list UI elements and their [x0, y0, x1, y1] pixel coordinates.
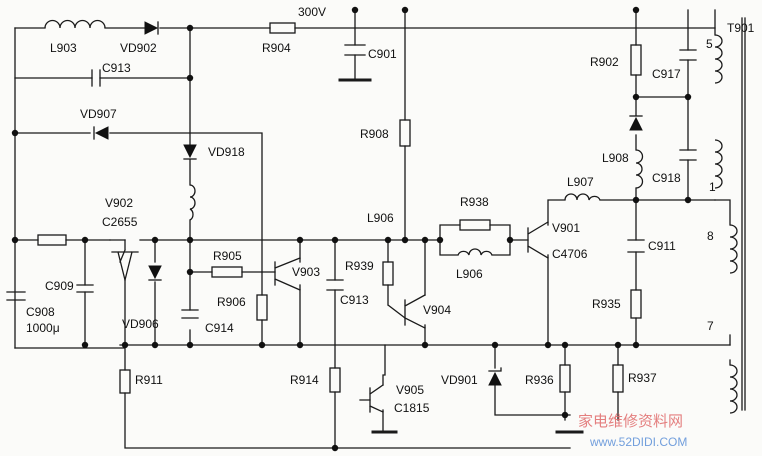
watermark-text: 家电维修资料网: [578, 412, 683, 430]
label-300v: 300V: [298, 5, 326, 19]
label-r908: R908: [360, 127, 389, 141]
label-r936: R936: [525, 373, 554, 387]
label-vd918: VD918: [208, 145, 245, 159]
label-r911: R911: [135, 373, 163, 387]
label-r914: R914: [290, 373, 319, 387]
label-vd902: VD902: [120, 41, 157, 55]
label-c909: C909: [45, 279, 74, 293]
label-c908: C908: [26, 305, 55, 319]
label-c913-mid: C913: [340, 293, 369, 307]
label-c918: C918: [652, 171, 681, 185]
label-r906: R906: [217, 295, 246, 309]
label-c913-top: C913: [102, 61, 131, 75]
watermark-url: www.52DIDI.COM: [589, 435, 687, 449]
component-symbols: [6, 19, 738, 434]
label-c911: C911: [648, 239, 676, 253]
junction-dots: [11, 6, 692, 452]
label-l903: L903: [50, 41, 77, 55]
label-r935: R935: [592, 297, 621, 311]
label-pin-8: 8: [707, 229, 714, 243]
label-c4706: C4706: [552, 247, 588, 261]
label-r902: R902: [590, 55, 619, 69]
label-v902: V902: [105, 196, 133, 210]
label-r939: R939: [345, 259, 374, 273]
label-v905: V905: [396, 383, 424, 397]
label-l908: L908: [602, 151, 629, 165]
label-c2655: C2655: [102, 215, 138, 229]
label-l907: L907: [567, 175, 594, 189]
label-c901: C901: [368, 47, 397, 61]
label-c1815: C1815: [394, 401, 430, 415]
label-v903: V903: [292, 265, 320, 279]
label-vd906: VD906: [122, 317, 159, 331]
label-pin-5: 5: [706, 37, 713, 51]
label-r905: R905: [213, 249, 242, 263]
label-r937: R937: [628, 371, 657, 385]
label-v904: V904: [423, 303, 451, 317]
label-c917: C917: [652, 67, 681, 81]
label-l906-top: L906: [367, 211, 394, 225]
label-v901: V901: [552, 221, 580, 235]
label-r904: R904: [262, 41, 291, 55]
component-labels: 300V T901 L903 VD902 R904 C901 R902 C917…: [26, 5, 755, 415]
label-l906-bottom: L906: [456, 267, 483, 281]
label-t901: T901: [727, 21, 755, 35]
watermark: 家电维修资料网 www.52DIDI.COM: [578, 412, 687, 449]
label-pin-1: 1: [709, 180, 716, 194]
label-c908-value: 1000μ: [26, 321, 60, 335]
label-c914: C914: [205, 321, 234, 335]
label-pin-7: 7: [707, 319, 714, 333]
label-vd907: VD907: [80, 107, 117, 121]
label-r938: R938: [460, 195, 489, 209]
label-vd901: VD901: [441, 373, 478, 387]
